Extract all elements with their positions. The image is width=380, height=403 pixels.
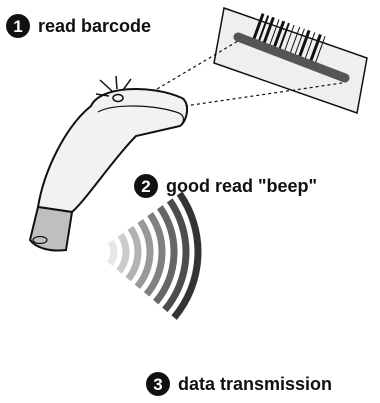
step-2-label: good read "beep" <box>166 175 318 196</box>
signal-arc <box>134 219 154 289</box>
barcode-bar <box>304 32 316 59</box>
barcode-icon <box>252 13 326 63</box>
beam-lower-line <box>184 82 343 107</box>
step-3-label: data transmission <box>178 373 333 394</box>
barcode-bar <box>284 24 295 52</box>
signal-arc <box>116 232 130 274</box>
beam-upper-line <box>151 40 239 93</box>
scanner-icon <box>28 75 188 252</box>
step-1-label: read barcode <box>38 15 152 36</box>
barcode-bar <box>278 22 290 50</box>
indicator-led-icon <box>112 93 124 103</box>
step-3: 3 data transmission <box>146 372 332 396</box>
signal-arc <box>143 212 166 297</box>
step-2-number: 2 <box>134 174 158 198</box>
step-2: 2 good read "beep" <box>134 174 317 198</box>
signal-arc <box>125 225 142 282</box>
step-1: 1 read barcode <box>6 14 151 38</box>
barcode-card <box>213 7 368 114</box>
signal-arc <box>153 205 178 305</box>
barcode-bar <box>257 15 270 43</box>
barcode-bar <box>289 26 301 54</box>
barcode-bar <box>262 16 275 45</box>
signal-arc <box>171 191 202 320</box>
signal-arc <box>106 239 118 266</box>
barcode-bar <box>298 29 311 58</box>
barcode-bar <box>252 13 265 41</box>
scan-line <box>233 32 350 83</box>
barcode-bar <box>269 19 280 46</box>
barcode-bar <box>309 33 322 62</box>
barcode-bar <box>315 36 326 63</box>
signal-icon <box>106 191 202 320</box>
step-3-number: 3 <box>146 372 170 396</box>
barcode-bar <box>294 28 305 56</box>
step-1-number: 1 <box>6 14 30 38</box>
scanner-port-icon <box>32 235 48 245</box>
signal-arc <box>162 198 190 313</box>
barcode-bar <box>272 20 286 48</box>
